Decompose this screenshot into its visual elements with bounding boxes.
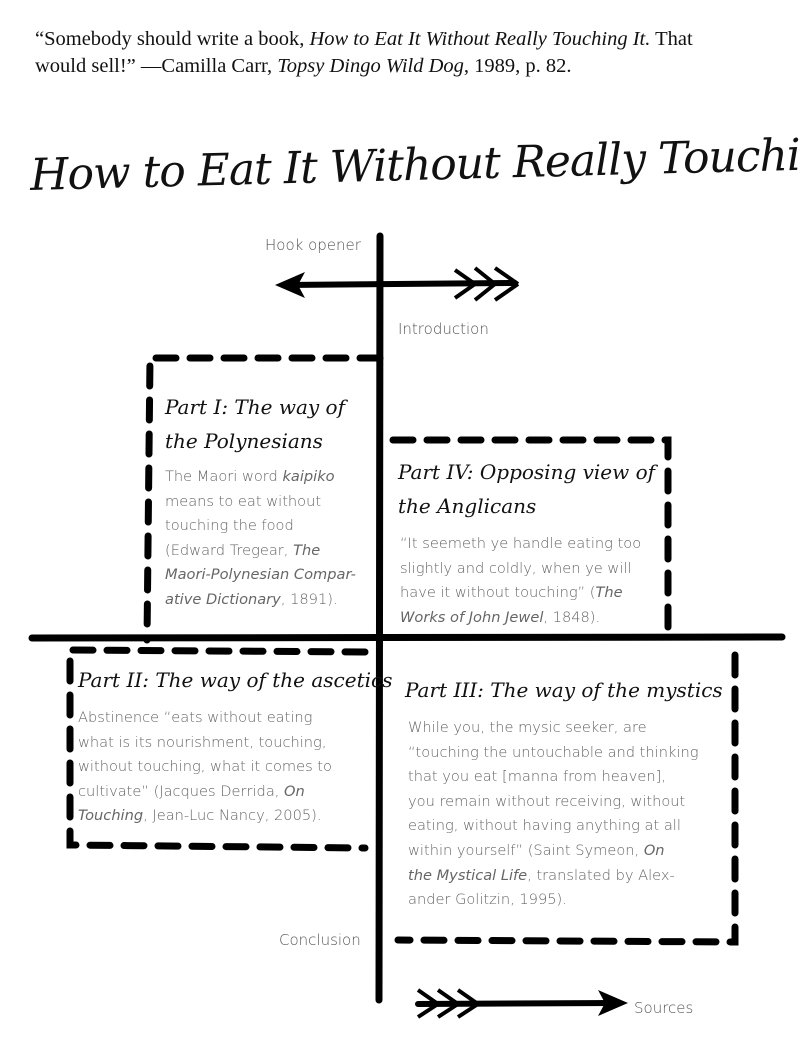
italic-text: Maori-Polynesian Compar- bbox=[165, 566, 356, 584]
text-line: (Edward Tregear, The bbox=[165, 539, 356, 564]
hook-arrow-shaft bbox=[282, 280, 518, 288]
text-line: have it without touching” (The bbox=[400, 581, 641, 606]
text-segment: have it without touching” ( bbox=[400, 584, 596, 602]
part-1-box bbox=[143, 354, 384, 644]
vertical-axis bbox=[375, 232, 384, 1004]
text-line: you remain without receiving, without bbox=[408, 790, 698, 815]
text-line: within yourself” (Saint Symeon, On bbox=[408, 839, 698, 864]
epigraph-quote: “Somebody should write a book, How to Ea… bbox=[35, 26, 785, 80]
text-line: Touching, Jean-Luc Nancy, 2005). bbox=[78, 804, 332, 829]
epigraph-line: would sell!” —Camilla Carr, Topsy Dingo … bbox=[35, 53, 785, 80]
text-segment: ander Golitzin, 1995). bbox=[408, 891, 567, 909]
italic-text: kaipiko bbox=[282, 468, 335, 485]
italic-text: ative Dictionary bbox=[165, 590, 281, 608]
italic-text: On bbox=[284, 782, 305, 800]
heading-line: Part II: The way of the ascetics bbox=[78, 668, 393, 692]
heading-line: the Polynesians bbox=[165, 429, 323, 453]
text-line: without touching, what it comes to bbox=[78, 755, 332, 780]
text-segment: that you eat [manna from heaven], bbox=[408, 768, 666, 786]
text-line: Maori-Polynesian Compar- bbox=[165, 563, 356, 588]
text-line: what is its nourishment, touching, bbox=[78, 731, 332, 756]
sources-label: Sources bbox=[634, 999, 694, 1017]
sources-arrowhead bbox=[598, 990, 628, 1016]
sources-arrow-fletching bbox=[416, 988, 480, 1019]
epigraph-line: “Somebody should write a book, How to Ea… bbox=[35, 26, 785, 53]
text-line: The Maori word kaipiko bbox=[165, 465, 356, 490]
text-line: While you, the mysic seeker, are bbox=[408, 716, 698, 741]
text-segment: slightly and coldly, when ye will bbox=[400, 559, 632, 577]
part-4-box bbox=[389, 436, 672, 639]
italic-text: How to Eat It Without Really Touching It… bbox=[309, 28, 651, 50]
heading-line: Part IV: Opposing view of bbox=[398, 460, 656, 484]
text-segment: would sell!” —Camilla Carr, bbox=[35, 55, 278, 77]
part-2-heading: Part II: The way of the ascetics bbox=[78, 663, 392, 697]
text-segment: That bbox=[650, 28, 693, 50]
text-segment: touching the food bbox=[165, 517, 294, 535]
text-segment: Abstinence “eats without eating bbox=[78, 709, 313, 726]
text-segment: “Somebody should write a book, bbox=[35, 28, 310, 50]
hook-opener-label: Hook opener bbox=[265, 236, 361, 254]
text-line: Abstinence “eats without eating bbox=[78, 706, 332, 731]
text-segment: cultivate” (Jacques Derrida, bbox=[78, 782, 285, 800]
italic-text: Topsy Dingo Wild Dog bbox=[277, 55, 464, 77]
italic-text: Touching bbox=[78, 807, 144, 825]
introduction-label: Introduction bbox=[398, 320, 489, 338]
part-4-text: “It seemeth ye handle eating too slightly… bbox=[400, 532, 641, 630]
text-line: ative Dictionary, 1891). bbox=[165, 588, 356, 613]
text-segment: what is its nourishment, touching, bbox=[78, 733, 327, 751]
text-line: touching the food bbox=[165, 514, 356, 539]
text-segment: you remain without receiving, without bbox=[408, 792, 686, 810]
part-1-heading: Part I: The way of the Polynesians bbox=[165, 390, 345, 458]
text-segment: (Edward Tregear, bbox=[165, 541, 294, 559]
text-segment: means to eat without bbox=[165, 492, 322, 510]
text-line: the Mystical Life, translated by Alex- bbox=[408, 864, 698, 889]
heading-line: Part I: The way of bbox=[165, 395, 345, 419]
text-segment: eating, without having anything at all bbox=[408, 817, 681, 835]
text-segment: within yourself” (Saint Symeon, bbox=[408, 841, 644, 859]
part-2-box bbox=[66, 646, 369, 852]
text-segment: , 1989, p. 82. bbox=[463, 55, 572, 77]
part-3-heading: Part III: The way of the mystics bbox=[405, 673, 723, 707]
part-3-box bbox=[394, 651, 739, 946]
text-segment: , 1848). bbox=[543, 608, 601, 626]
text-segment: , Jean-Luc Nancy, 2005). bbox=[143, 807, 322, 825]
text-segment: The Maori word bbox=[165, 468, 283, 485]
text-segment: “It seemeth ye handle eating too bbox=[400, 535, 642, 552]
text-segment: , translated by Alex- bbox=[527, 866, 675, 884]
text-segment: , 1891). bbox=[280, 590, 338, 608]
hook-arrow-fletching bbox=[453, 266, 520, 302]
text-segment: “touching the untouchable and thinking bbox=[408, 743, 699, 761]
text-line: Works of John Jewel, 1848). bbox=[400, 606, 641, 631]
italic-text: The bbox=[595, 584, 623, 602]
part-2-text: Abstinence “eats without eating what is i… bbox=[78, 706, 332, 829]
italic-text: Works of John Jewel bbox=[400, 608, 544, 626]
text-line: “touching the untouchable and thinking bbox=[408, 741, 698, 766]
italic-text: the Mystical Life bbox=[408, 866, 528, 884]
part-3-text: While you, the mysic seeker, are “touchin… bbox=[408, 716, 698, 913]
horizontal-axis bbox=[28, 633, 786, 642]
part-1-text: The Maori word kaipiko means to eat witho… bbox=[165, 465, 356, 613]
italic-text: The bbox=[293, 541, 321, 559]
text-line: ander Golitzin, 1995). bbox=[408, 888, 698, 913]
italic-text: On bbox=[643, 841, 665, 859]
conclusion-label: Conclusion bbox=[279, 931, 361, 949]
part-4-heading: Part IV: Opposing view of the Anglicans bbox=[398, 455, 655, 523]
text-segment: While you, the mysic seeker, are bbox=[408, 719, 647, 736]
heading-line: the Anglicans bbox=[398, 494, 537, 518]
text-segment: without touching, what it comes to bbox=[78, 758, 332, 776]
hook-arrowhead bbox=[275, 272, 305, 298]
text-line: that you eat [manna from heaven], bbox=[408, 765, 698, 790]
sources-arrow-shaft bbox=[415, 1000, 618, 1007]
text-line: “It seemeth ye handle eating too bbox=[400, 532, 641, 557]
text-line: means to eat without bbox=[165, 490, 356, 515]
text-line: eating, without having anything at all bbox=[408, 814, 698, 839]
text-line: slightly and coldly, when ye will bbox=[400, 557, 641, 582]
heading-line: Part III: The way of the mystics bbox=[405, 678, 723, 702]
text-line: cultivate” (Jacques Derrida, On bbox=[78, 780, 332, 805]
